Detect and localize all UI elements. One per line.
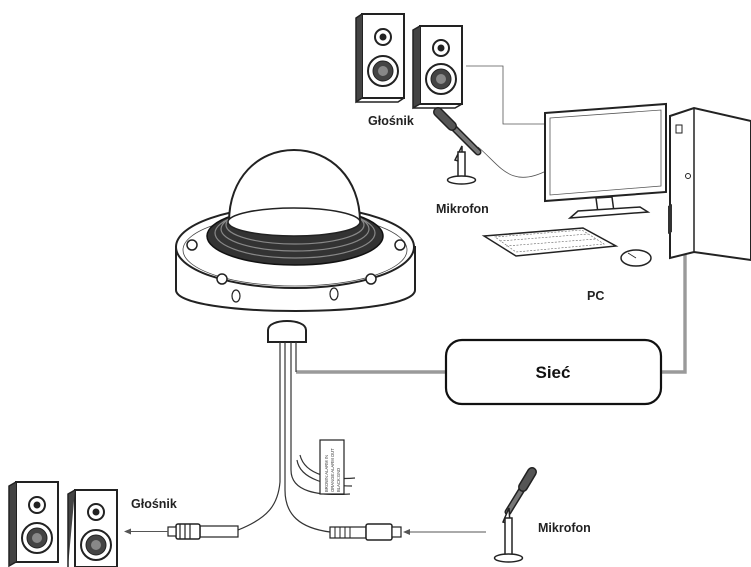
audio-in-connector: [330, 524, 401, 540]
audio-out-connector: [168, 524, 238, 539]
arrow-from-microphone: [403, 529, 486, 535]
network-label: Sieć: [536, 363, 571, 382]
svg-text:ORANGE:ALARM OUT: ORANGE:ALARM OUT: [330, 448, 335, 492]
svg-text:BLACK:GND: BLACK:GND: [336, 468, 341, 492]
svg-text:BROWN:ALARM IN: BROWN:ALARM IN: [324, 455, 329, 492]
speaker-label-top: Głośnik: [368, 114, 414, 128]
dome-camera-icon: [176, 150, 415, 342]
microphone-icon-bottom: [495, 472, 533, 562]
network-box: Sieć: [446, 340, 661, 404]
mic-to-pc-cable: [478, 147, 548, 177]
speaker-icon-bottom-right: [68, 490, 117, 567]
speaker-to-pc-cable: [466, 66, 548, 124]
mic-label-bottom: Mikrofon: [538, 521, 591, 535]
pc-label: PC: [587, 289, 604, 303]
monitor-icon: [545, 104, 666, 218]
keyboard-icon: [484, 228, 616, 256]
speaker-label-bottom: Głośnik: [131, 497, 177, 511]
speaker-icon-top-left: [356, 14, 404, 102]
mic-label-top: Mikrofon: [436, 202, 489, 216]
cable-tag: BROWN:ALARM IN ORANGE:ALARM OUT BLACK:GN…: [320, 440, 344, 494]
speaker-icon-top-right: [413, 26, 462, 108]
network-cable-pc: [661, 250, 685, 372]
mouse-icon: [621, 250, 651, 266]
speaker-icon-bottom-left: [9, 482, 58, 566]
microphone-icon-top: [438, 112, 478, 184]
pc-tower-icon: [668, 108, 751, 260]
arrow-to-speaker: [124, 529, 168, 535]
